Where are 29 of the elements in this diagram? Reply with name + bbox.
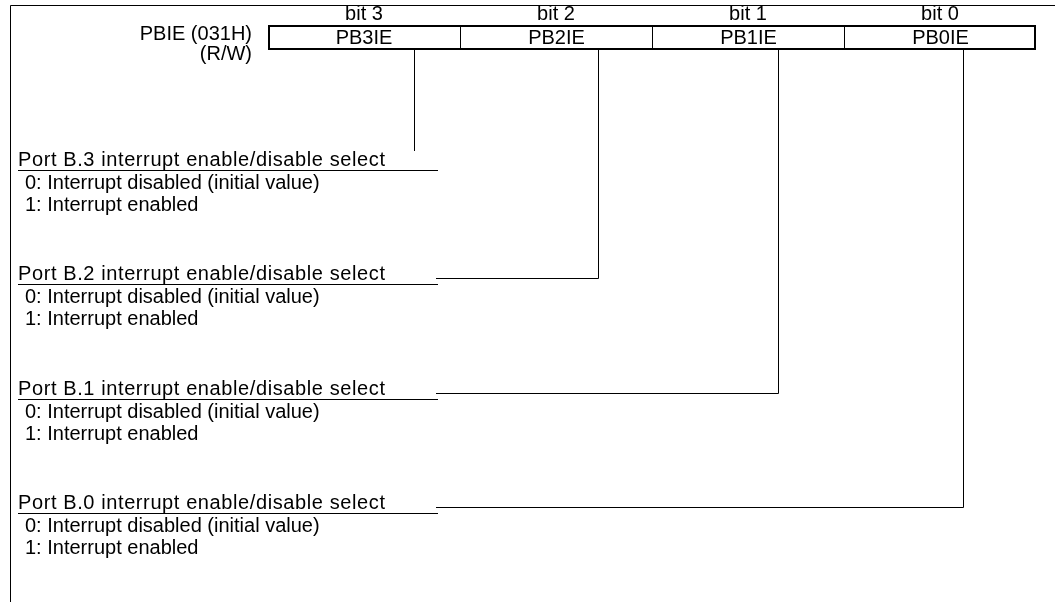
value-description: 1: Interrupt enabled bbox=[25, 536, 200, 558]
bit-field: PB2IE bbox=[460, 27, 652, 48]
bit-number: bit 0 bbox=[920, 3, 960, 23]
value-description: 0: Interrupt disabled (initial value) bbox=[25, 285, 321, 307]
leader-line bbox=[435, 49, 599, 279]
bit-description bbox=[18, 262, 438, 328]
bit-number: bit 2 bbox=[536, 3, 576, 23]
bit-description bbox=[18, 491, 438, 557]
value-description: 1: Interrupt enabled bbox=[25, 307, 200, 329]
bit-description bbox=[18, 148, 438, 214]
value-description: 0: Interrupt disabled (initial value) bbox=[25, 400, 321, 422]
bit-description bbox=[18, 377, 438, 443]
leader-line bbox=[435, 49, 964, 508]
bit-field: PB1IE bbox=[652, 27, 844, 48]
value-description: 0: Interrupt disabled (initial value) bbox=[25, 514, 321, 536]
bit-number: bit 3 bbox=[344, 3, 384, 23]
value-description: 1: Interrupt enabled bbox=[25, 193, 200, 215]
field-heading: Port B.1 interrupt enable/disable select bbox=[18, 377, 438, 400]
leader-line bbox=[414, 49, 415, 152]
value-description: 1: Interrupt enabled bbox=[25, 422, 200, 444]
field-heading: Port B.2 interrupt enable/disable select bbox=[18, 262, 438, 285]
value-description: 0: Interrupt disabled (initial value) bbox=[25, 171, 321, 193]
register-name: PBIE (031H) (R/W) bbox=[139, 23, 252, 63]
leader-line bbox=[435, 49, 779, 394]
field-heading: Port B.3 interrupt enable/disable select bbox=[18, 148, 438, 171]
bit-field: PB0IE bbox=[844, 27, 1036, 48]
bit-field: PB3IE bbox=[268, 27, 460, 48]
field-heading: Port B.0 interrupt enable/disable select bbox=[18, 491, 438, 514]
bit-number: bit 1 bbox=[728, 3, 768, 23]
